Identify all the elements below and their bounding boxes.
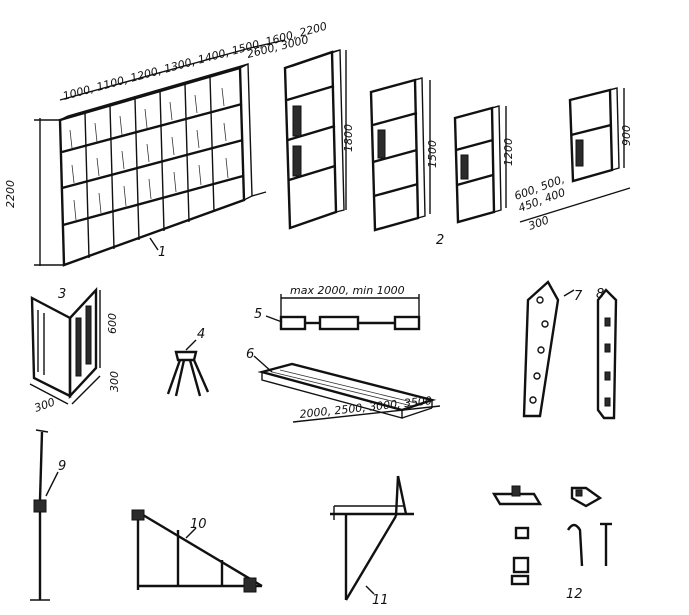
panel-large-width-dims: 1000, 1100, 1200, 1300, 1400, 1500, 1600… [61, 20, 328, 103]
corner-panel-width1-dim: 300 [33, 395, 57, 414]
label-1: 1 [158, 245, 166, 260]
label-8: 8 [596, 287, 604, 302]
bracket-rail [522, 280, 575, 418]
label-5: 5 [254, 307, 262, 322]
tie-rod [265, 294, 421, 331]
angle-bar [596, 288, 618, 420]
beam [253, 355, 441, 423]
label-7: 7 [574, 289, 583, 304]
panel-large [34, 39, 286, 267]
panel-widths-line3: 300 [527, 213, 551, 232]
panel-1200-height-dim: 1200 [502, 138, 515, 166]
label-9: 9 [58, 459, 66, 474]
panel-1800 [283, 49, 347, 230]
panel-1200 [453, 105, 507, 224]
corner-panel-height-dim: 600 [106, 313, 119, 334]
beam-lengths-dim: 2000, 2500, 3000, 3500 [299, 394, 433, 421]
panel-1800-height-dim: 1800 [342, 124, 355, 152]
label-3: 3 [58, 287, 66, 302]
small-parts [491, 485, 612, 586]
corner-panel [29, 286, 101, 405]
clamp [166, 339, 210, 397]
panel-1500 [369, 77, 431, 232]
label-6: 6 [246, 347, 254, 362]
tie-range-dim: max 2000, min 1000 [290, 284, 405, 297]
adjustable-prop [30, 429, 59, 601]
panel-900-height-dim: 900 [620, 125, 633, 146]
panel-900 [568, 87, 625, 183]
label-4: 4 [197, 327, 205, 342]
strut-frame [131, 509, 263, 593]
label-10: 10 [190, 517, 207, 532]
label-2: 2 [436, 233, 444, 248]
label-11: 11 [372, 593, 389, 608]
corner-panel-width2-dim: 300 [108, 371, 121, 392]
panel-large-height-dim: 2200 [4, 180, 17, 208]
panel-1500-height-dim: 1500 [426, 140, 439, 168]
console-bracket [330, 475, 414, 601]
label-12: 12 [566, 587, 583, 602]
